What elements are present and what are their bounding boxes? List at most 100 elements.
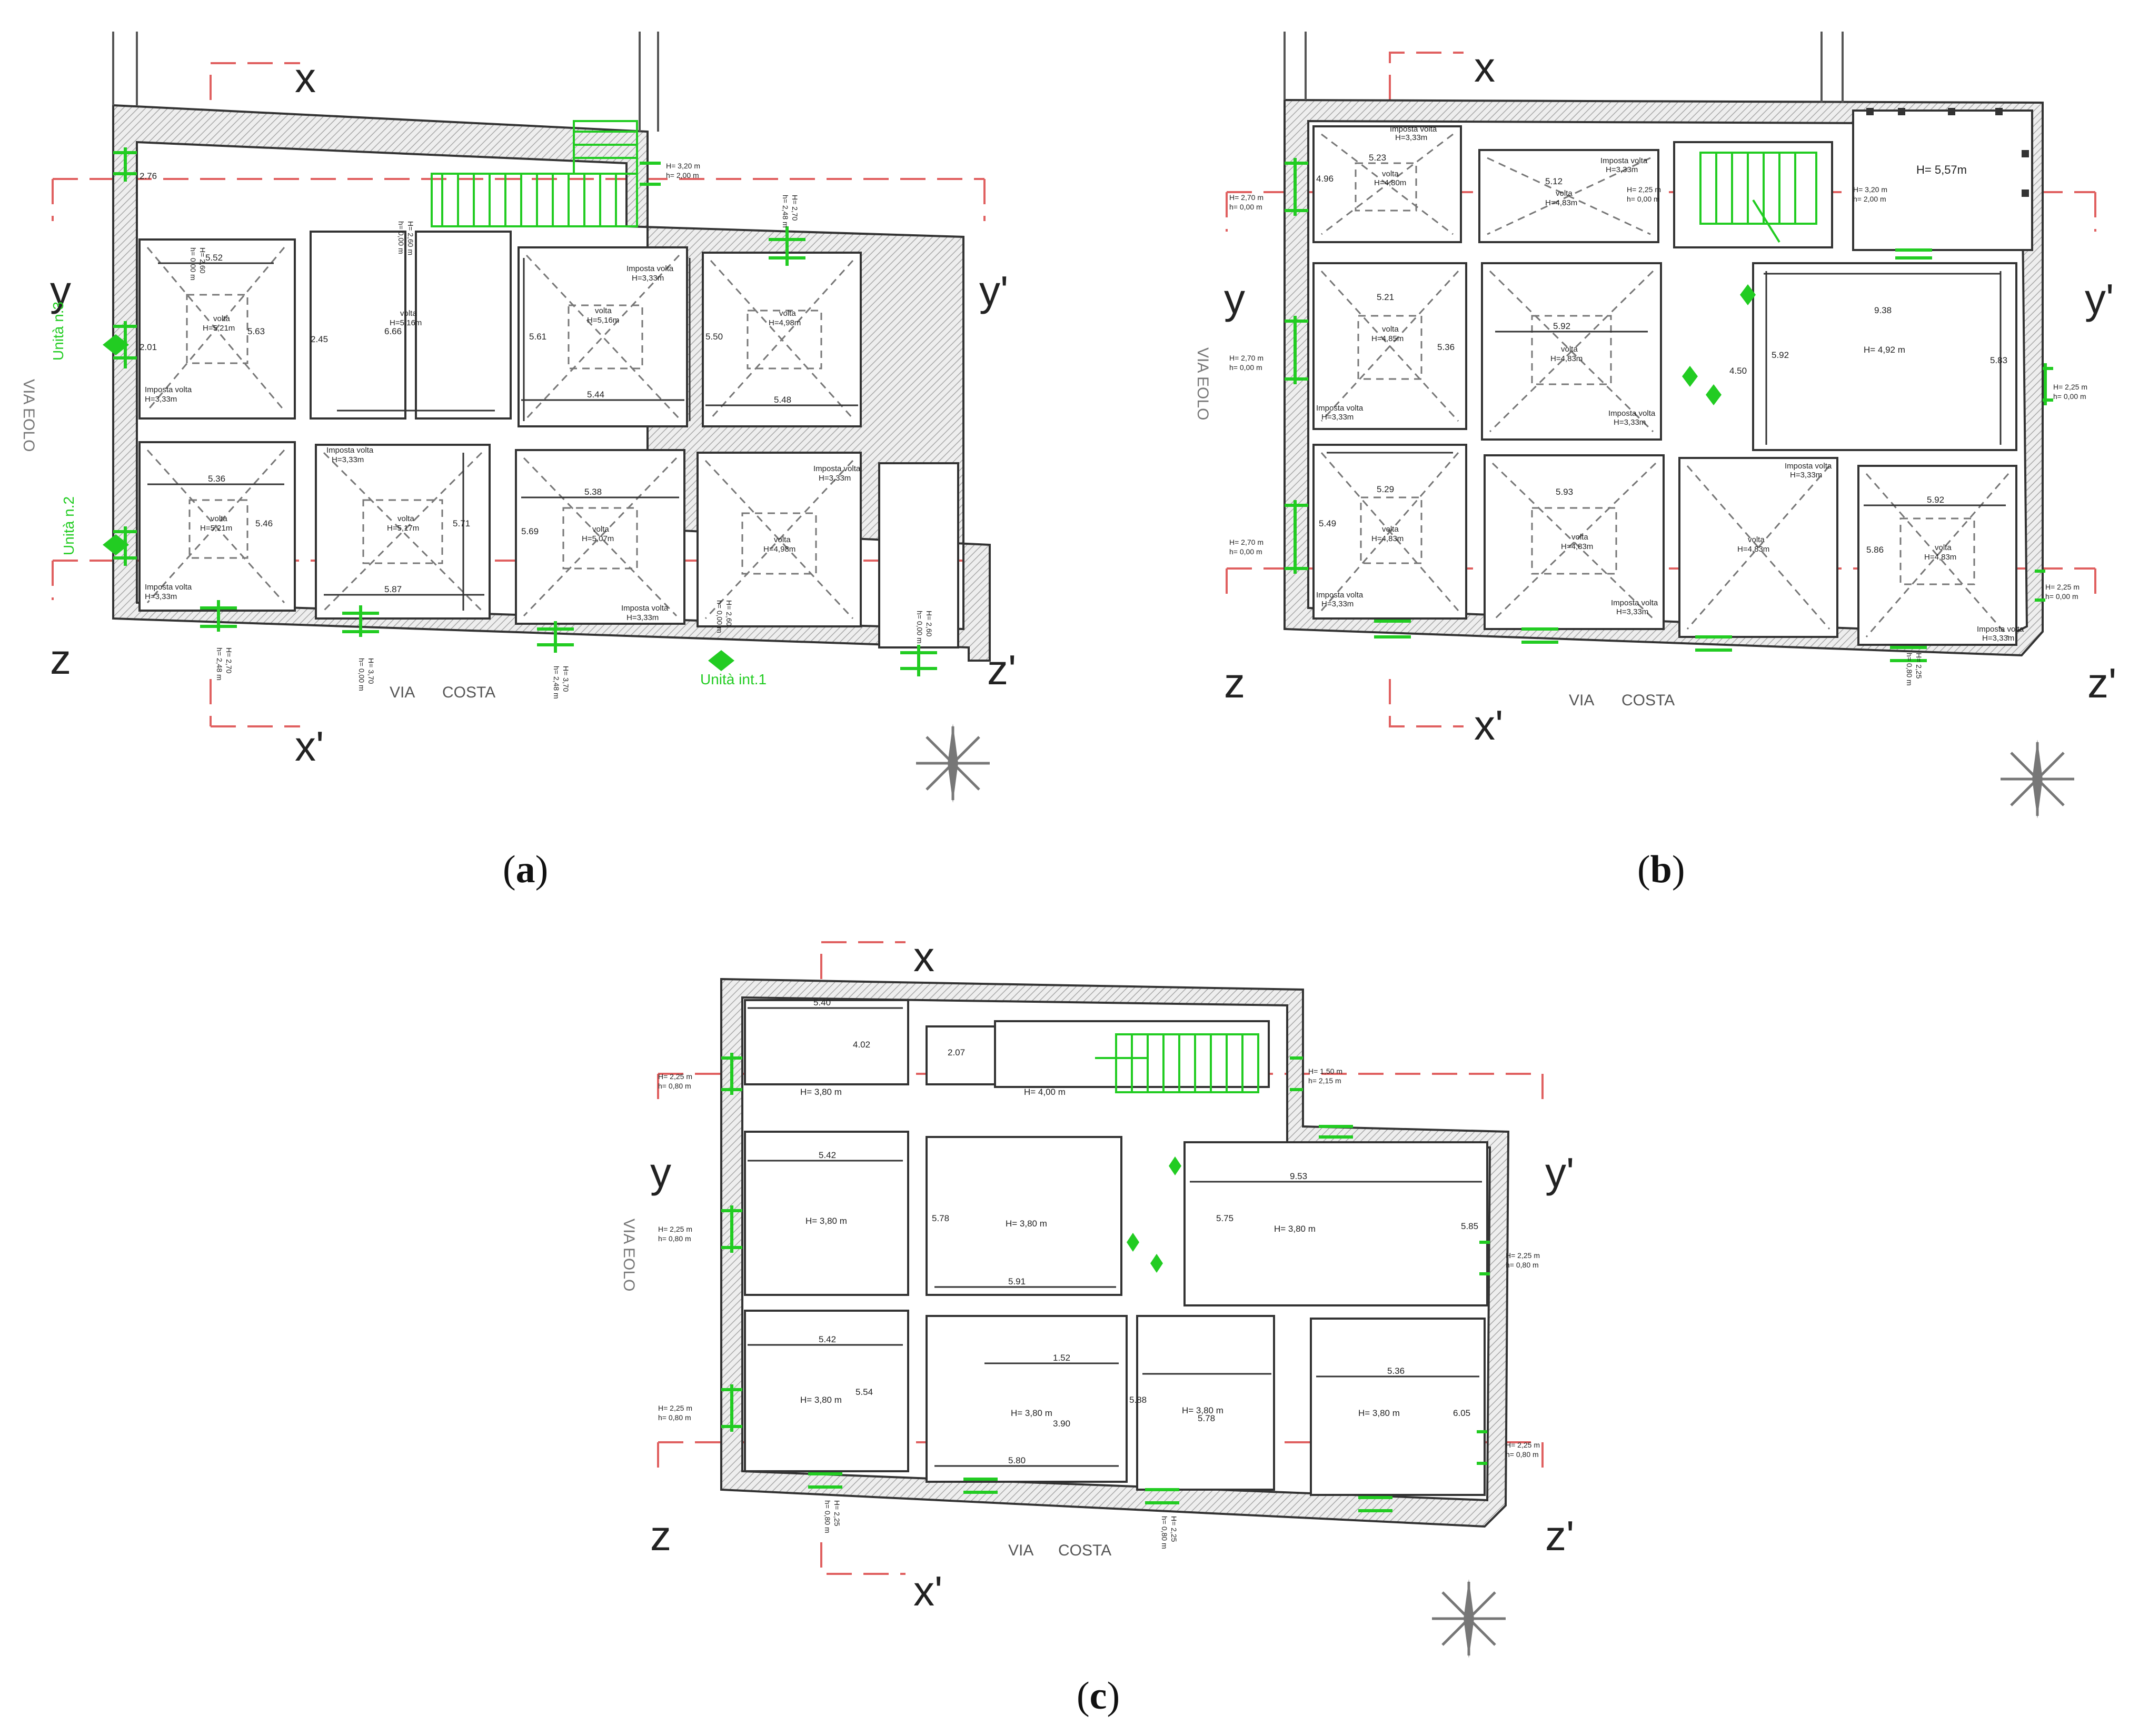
svg-text:5.36: 5.36 [1387, 1366, 1405, 1376]
svg-text:5.61: 5.61 [529, 332, 546, 342]
svg-text:5.69: 5.69 [521, 526, 539, 536]
svg-text:h= 0,80 m: h= 0,80 m [1506, 1261, 1539, 1269]
svg-text:H=3,33m: H=3,33m [1614, 418, 1646, 427]
opening-labels-b: H= 2,70 m h= 0,00 m H= 2,70 m h= 0,00 m … [1229, 185, 2087, 686]
svg-text:H=4,83m: H=4,83m [1550, 354, 1583, 363]
svg-text:5.36: 5.36 [1437, 342, 1455, 352]
svg-text:H= 3,80 m: H= 3,80 m [800, 1087, 842, 1097]
svg-text:H= 3,80 m: H= 3,80 m [1274, 1224, 1316, 1234]
dims-a: 2.76 5.52 2.01 5.63 2.45 6.66 5.61 5.50 … [140, 171, 791, 594]
svg-text:H=3,33m: H=3,33m [1606, 165, 1638, 174]
neighbor-wall-a [112, 32, 659, 132]
axis-x-label: x [295, 54, 316, 101]
dim-lines-a [147, 258, 858, 611]
svg-text:H= 3,80 m: H= 3,80 m [1006, 1219, 1047, 1229]
street-bottom-label-2: COSTA [442, 684, 495, 701]
svg-text:h= 0,80 m: h= 0,80 m [1160, 1516, 1169, 1549]
svg-text:5.21: 5.21 [1377, 292, 1394, 302]
axis-z2-label: z' [987, 646, 1016, 693]
svg-text:H= 3,80 m: H= 3,80 m [1011, 1408, 1052, 1418]
svg-text:Imposta volta: Imposta volta [1316, 591, 1364, 600]
svg-text:H= 3,80 m: H= 3,80 m [805, 1216, 847, 1226]
svg-text:volta: volta [1935, 543, 1952, 552]
street-side-label: VIA EOLO [620, 1219, 638, 1291]
svg-text:1.52: 1.52 [1053, 1353, 1070, 1363]
axis-y-label: y [1224, 275, 1245, 322]
svg-text:H= 2,25 m: H= 2,25 m [1506, 1441, 1540, 1449]
svg-text:H= 2,60: H= 2,60 [925, 611, 933, 637]
compass-rose-a [916, 724, 990, 803]
svg-text:h= 0,00 m: h= 0,00 m [715, 600, 724, 633]
svg-text:H= 4,00 m: H= 4,00 m [1024, 1087, 1066, 1097]
svg-text:2.45: 2.45 [311, 334, 328, 344]
svg-text:9.38: 9.38 [1874, 305, 1892, 315]
svg-text:H=4,83m: H=4,83m [1371, 534, 1404, 543]
svg-text:H=4,80m: H=4,80m [1374, 178, 1406, 187]
vaults-a [146, 247, 854, 620]
svg-text:H=3,33m: H=3,33m [1395, 133, 1427, 142]
svg-text:volta: volta [400, 309, 417, 318]
svg-text:5.23: 5.23 [1369, 153, 1386, 163]
svg-text:h= 0,00 m: h= 0,00 m [1229, 547, 1262, 556]
svg-text:H=3,33m: H=3,33m [1982, 634, 2014, 643]
staircase-c [1095, 1033, 1259, 1093]
svg-text:H=3,33m: H=3,33m [1790, 471, 1822, 480]
svg-text:volta: volta [1382, 169, 1399, 178]
svg-text:H= 3,80 m: H= 3,80 m [1182, 1405, 1223, 1415]
svg-text:5.93: 5.93 [1556, 487, 1573, 497]
svg-text:Imposta volta: Imposta volta [326, 446, 374, 455]
svg-text:h= 0,80 m: h= 0,80 m [1506, 1450, 1539, 1459]
svg-text:H= 1,50 m: H= 1,50 m [1308, 1067, 1342, 1075]
wall-outline-c [720, 977, 1510, 1528]
svg-text:volta: volta [1556, 189, 1573, 198]
svg-text:h= 2,00 m: h= 2,00 m [666, 171, 699, 179]
svg-text:5.75: 5.75 [1216, 1213, 1233, 1223]
neighbor-wall-b [1284, 32, 1844, 103]
svg-text:5.92: 5.92 [1927, 495, 1944, 505]
svg-text:H= 2,25: H= 2,25 [1915, 653, 1923, 679]
svg-text:5.92: 5.92 [1553, 321, 1570, 331]
svg-text:volta: volta [397, 514, 414, 523]
column-marks-b [1866, 108, 2029, 197]
svg-text:volta: volta [1382, 525, 1399, 534]
caption-a: (a) [503, 848, 549, 891]
svg-text:H=5,21m: H=5,21m [200, 524, 232, 533]
svg-text:volta: volta [1561, 345, 1578, 354]
caption-b: (b) [1637, 848, 1685, 891]
openings-c [721, 1053, 1490, 1512]
svg-text:3.90: 3.90 [1053, 1419, 1070, 1429]
svg-text:Imposta volta: Imposta volta [1785, 462, 1832, 471]
panel-a: x x' y y' z z' VIA EOLO VIA COSTA Unità … [20, 32, 1016, 803]
svg-text:Imposta volta: Imposta volta [1390, 125, 1437, 134]
svg-text:H=3,33m: H=3,33m [626, 613, 659, 622]
svg-text:H= 3,20 m: H= 3,20 m [1853, 185, 1887, 194]
svg-text:4.96: 4.96 [1316, 174, 1334, 184]
axis-y2-label: y' [2085, 275, 2114, 322]
svg-text:H=3,33m: H=3,33m [1321, 413, 1354, 422]
svg-text:volta: volta [779, 309, 796, 318]
svg-text:H=5,17m: H=5,17m [387, 524, 419, 533]
labels-b: x x' y y' z z' VIA EOLO VIA COSTA 4.96 5… [1194, 44, 2116, 749]
svg-text:4.50: 4.50 [1729, 366, 1747, 376]
openings-b [1285, 158, 2053, 662]
svg-text:5.87: 5.87 [384, 584, 402, 594]
svg-text:H=4,83m: H=4,83m [1561, 542, 1593, 551]
axis-z2-label: z' [2087, 660, 2116, 706]
door-markers-c [1127, 1156, 1181, 1273]
svg-text:Imposta volta: Imposta volta [1608, 409, 1656, 418]
unit-label-int1: Unità int.1 [700, 671, 767, 687]
svg-text:h= 0,80 m: h= 0,80 m [823, 1500, 832, 1533]
svg-text:H=4,83m: H=4,83m [1924, 553, 1956, 562]
rooms-b [1312, 109, 2033, 646]
rooms-c [744, 999, 1488, 1496]
svg-text:5.42: 5.42 [819, 1150, 836, 1160]
svg-text:H= 2,70 m: H= 2,70 m [1229, 354, 1263, 362]
svg-text:h= 0,00 m: h= 0,00 m [189, 247, 197, 281]
svg-text:H= 2,70: H= 2,70 [791, 195, 799, 221]
svg-text:5.54: 5.54 [855, 1387, 873, 1397]
svg-text:H= 3,70: H= 3,70 [367, 658, 375, 684]
svg-text:5.36: 5.36 [208, 474, 225, 484]
svg-text:H= 2,25 m: H= 2,25 m [2053, 383, 2087, 391]
dim-lines-b [1327, 271, 2006, 506]
svg-text:5.44: 5.44 [587, 390, 604, 400]
